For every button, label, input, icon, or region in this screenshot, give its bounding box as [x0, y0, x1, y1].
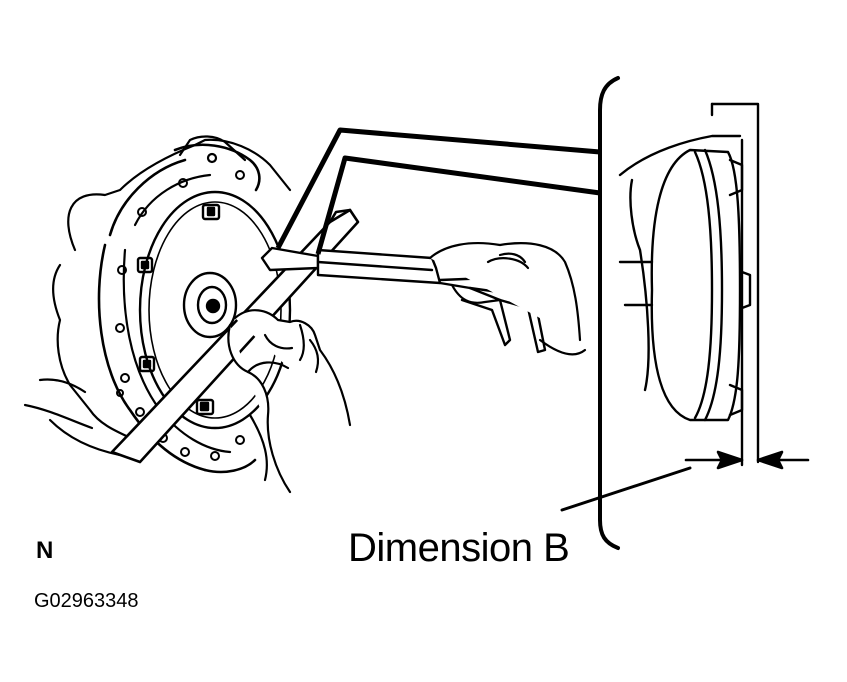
torque-converter [136, 190, 292, 430]
view-letter-label: N [36, 537, 54, 564]
detail-view [618, 102, 760, 467]
right-hand [428, 242, 587, 356]
left-hand [227, 309, 352, 494]
figure-code-label: G02963348 [34, 590, 139, 612]
flange-bolts [115, 170, 245, 461]
dimension-b-arrows [684, 450, 810, 470]
depth-caliper [260, 246, 547, 354]
detail-leader-lines [275, 127, 601, 255]
dimension-b-label: Dimension B [348, 526, 570, 570]
dimension-b-leader [560, 466, 692, 512]
detail-bracket [598, 76, 620, 550]
